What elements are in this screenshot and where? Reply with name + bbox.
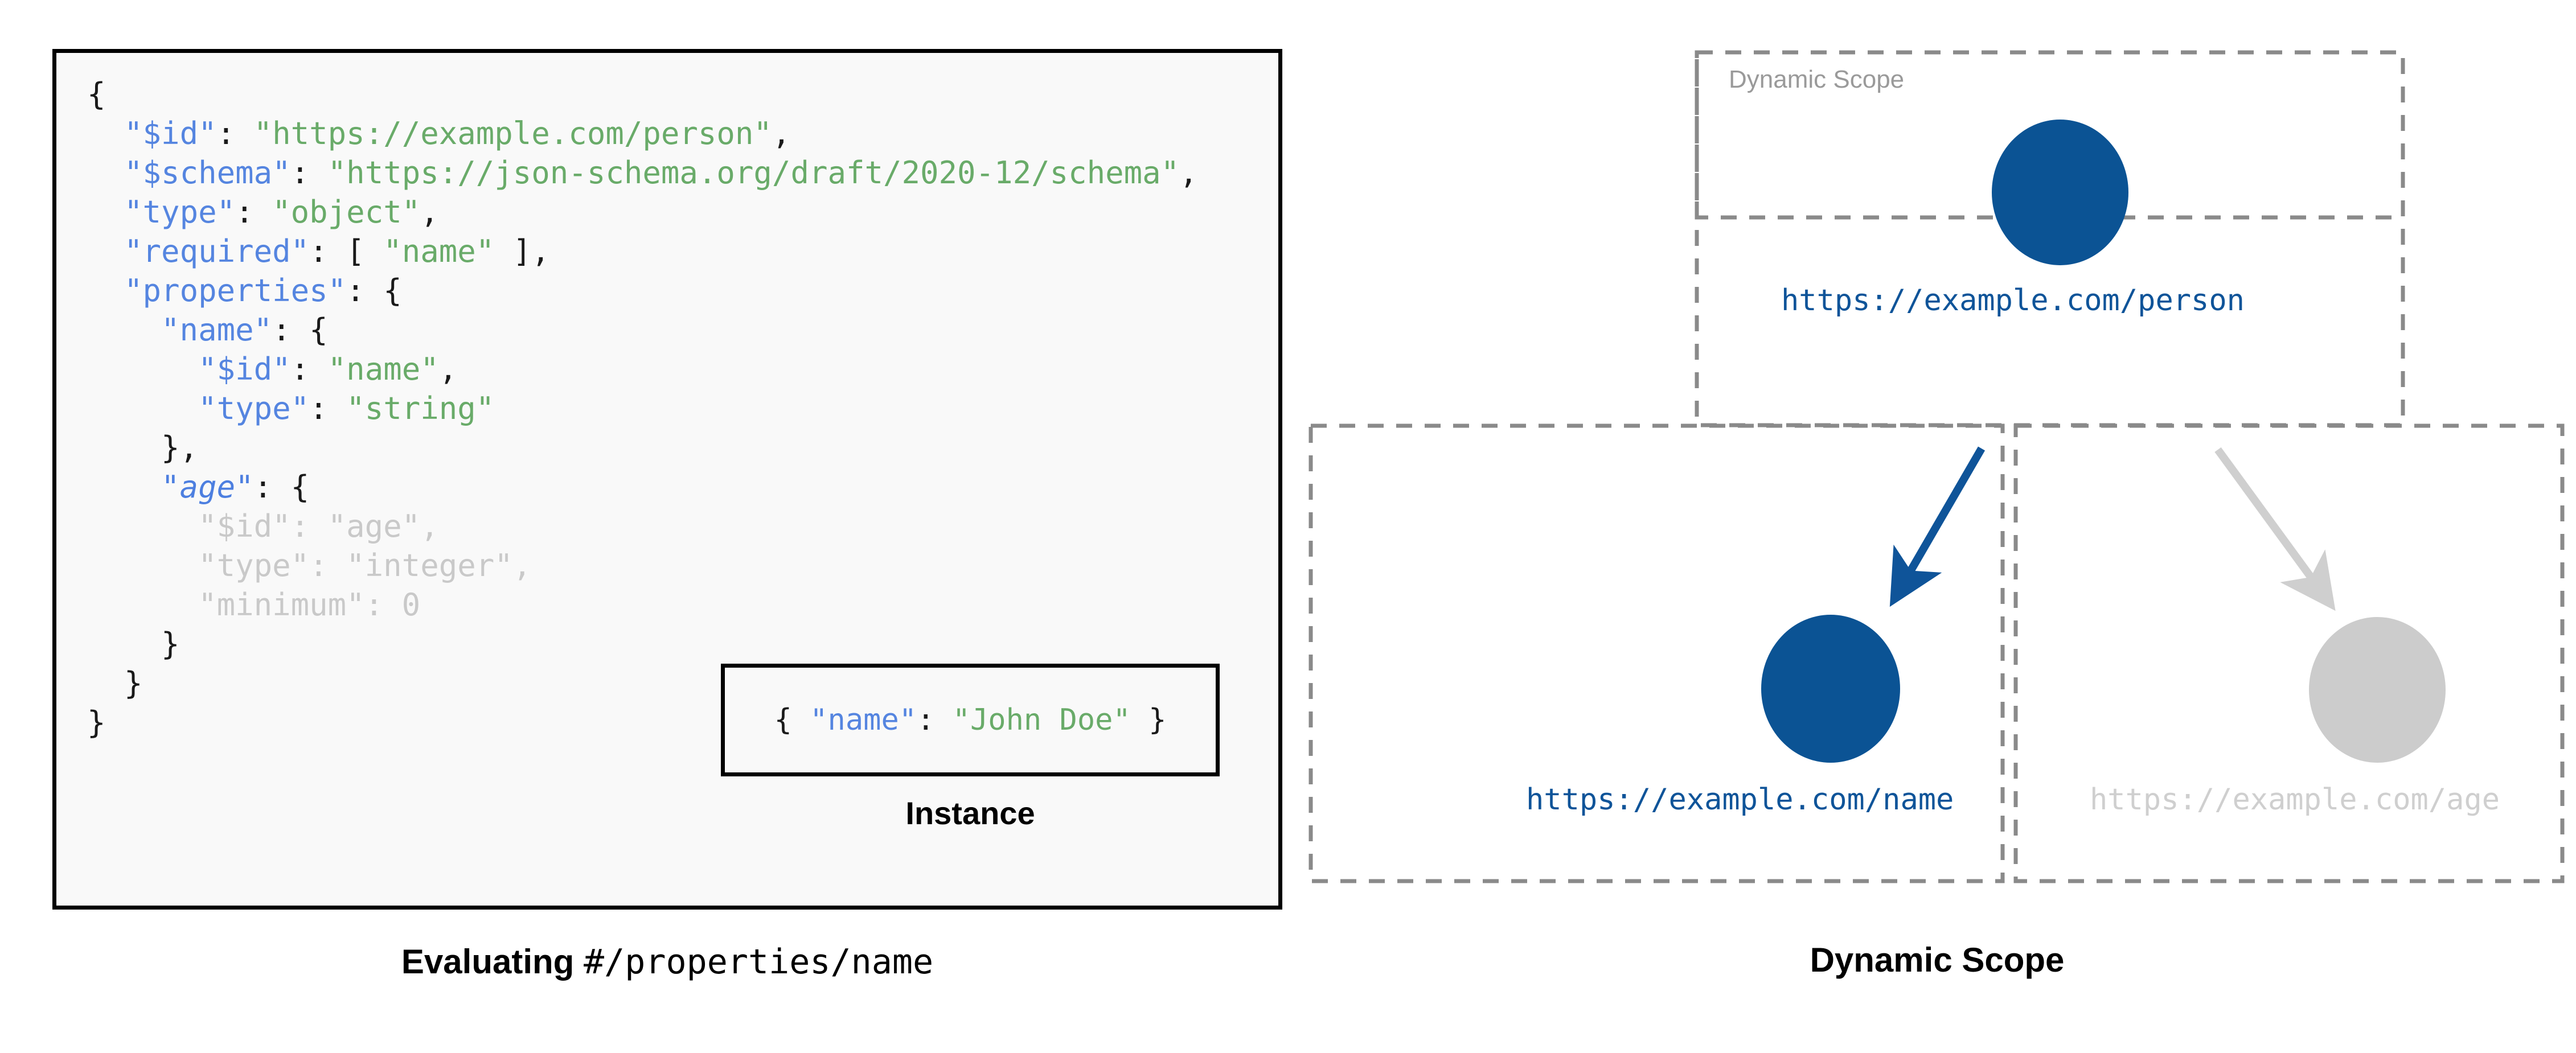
code-token: "$id": "age", — [87, 508, 439, 544]
evaluating-caption-pointer: #/properties/name — [583, 942, 934, 982]
dynamic-scope-inner-label: Dynamic Scope — [1729, 65, 1905, 93]
code-token: "type": "integer", — [87, 548, 532, 583]
code-token: } — [1130, 703, 1167, 737]
code-token: "name" — [161, 312, 273, 348]
node-label-age: https://example.com/age — [2090, 783, 2500, 817]
code-token — [87, 312, 161, 348]
scope-box-name — [1308, 423, 2005, 883]
code-line: { — [87, 75, 1198, 114]
code-token: : — [309, 390, 347, 426]
code-token: : — [216, 116, 254, 151]
code-token: "name" — [810, 703, 917, 737]
code-token: "age" — [161, 469, 254, 505]
code-line: "minimum": 0 — [87, 585, 1198, 624]
code-token: , — [420, 194, 439, 230]
node-circle-person[interactable] — [1992, 120, 2128, 265]
code-token: } — [87, 705, 106, 741]
code-token — [87, 233, 124, 269]
code-token: "$id" — [198, 351, 291, 387]
node-circle-age[interactable] — [2309, 617, 2446, 763]
code-token: "type" — [198, 390, 310, 426]
code-token: "object" — [272, 194, 421, 230]
code-token: , — [772, 116, 791, 151]
code-token: "type" — [124, 194, 236, 230]
code-token: : — [290, 351, 328, 387]
code-token: "$schema" — [124, 155, 291, 191]
edge-person-to-name — [1889, 446, 1986, 607]
instance-code: { "name": "John Doe" } — [774, 703, 1167, 737]
code-token: , — [438, 351, 458, 387]
code-line: } — [87, 624, 1198, 664]
instance-label: Instance — [905, 795, 1035, 831]
node-circle-name[interactable] — [1761, 615, 1900, 763]
evaluating-caption-bold: Evaluating — [401, 943, 584, 981]
code-token: "$id" — [124, 116, 217, 151]
code-token: "properties" — [124, 273, 347, 309]
code-token: : — [290, 155, 328, 191]
code-token: : — [917, 703, 953, 737]
code-token: "https://example.com/person" — [253, 116, 772, 151]
code-token — [87, 390, 198, 426]
code-token: { — [87, 76, 106, 112]
dynamic-scope-caption: Dynamic Scope — [1810, 941, 2065, 979]
code-line: "$id": "https://example.com/person", — [87, 114, 1198, 153]
code-line: "type": "string" — [87, 389, 1198, 428]
scope-box-age — [2013, 423, 2565, 883]
evaluating-caption: Evaluating #/properties/name — [52, 942, 1282, 982]
code-line: "$id": "name", — [87, 349, 1198, 389]
code-token: "https://json-schema.org/draft/2020-12/s… — [327, 155, 1180, 191]
code-token: : — [235, 194, 273, 230]
code-token: , — [1179, 155, 1198, 191]
code-token — [87, 469, 161, 505]
code-token: "required" — [124, 233, 310, 269]
instance-box: { "name": "John Doe" } — [721, 664, 1220, 776]
code-token: ], — [494, 233, 550, 269]
code-token: }, — [87, 430, 199, 466]
code-line: "$id": "age", — [87, 507, 1198, 546]
code-token: "string" — [346, 390, 495, 426]
code-line: "type": "integer", — [87, 546, 1198, 585]
code-line: "name": { — [87, 310, 1198, 349]
code-line: "required": [ "name" ], — [87, 232, 1198, 271]
node-label-name: https://example.com/name — [1526, 783, 1954, 817]
code-token — [87, 273, 124, 309]
edge-person-to-age — [2214, 447, 2336, 611]
code-token: : { — [346, 273, 402, 309]
node-label-person: https://example.com/person — [1781, 283, 2245, 318]
code-token — [87, 194, 124, 230]
code-token: : { — [253, 469, 310, 505]
code-token: : [ — [309, 233, 384, 269]
code-line: "properties": { — [87, 271, 1198, 310]
code-line: "age": { — [87, 467, 1198, 507]
code-token: "name" — [327, 351, 439, 387]
code-token — [87, 155, 124, 191]
code-token: "name" — [383, 233, 495, 269]
code-token: { — [774, 703, 810, 737]
code-token — [87, 351, 198, 387]
code-token: : { — [272, 312, 328, 348]
code-token: } — [87, 626, 180, 662]
code-token: "minimum": 0 — [87, 587, 421, 623]
code-token — [87, 116, 124, 151]
dynamic-scope-diagram: Dynamic Scope https://example.com/person… — [1298, 0, 2576, 1053]
schema-code-panel: { "$id": "https://example.com/person", "… — [52, 49, 1282, 910]
diagram-canvas — [1308, 50, 2565, 883]
code-line: }, — [87, 428, 1198, 467]
code-line: } — [87, 703, 1198, 742]
code-line: "$schema": "https://json-schema.org/draf… — [87, 153, 1198, 192]
code-token: "John Doe" — [952, 703, 1131, 737]
schema-code-block: { "$id": "https://example.com/person", "… — [87, 75, 1198, 742]
code-line: } — [87, 664, 1198, 703]
code-line: "type": "object", — [87, 192, 1198, 232]
code-token: } — [87, 665, 143, 701]
